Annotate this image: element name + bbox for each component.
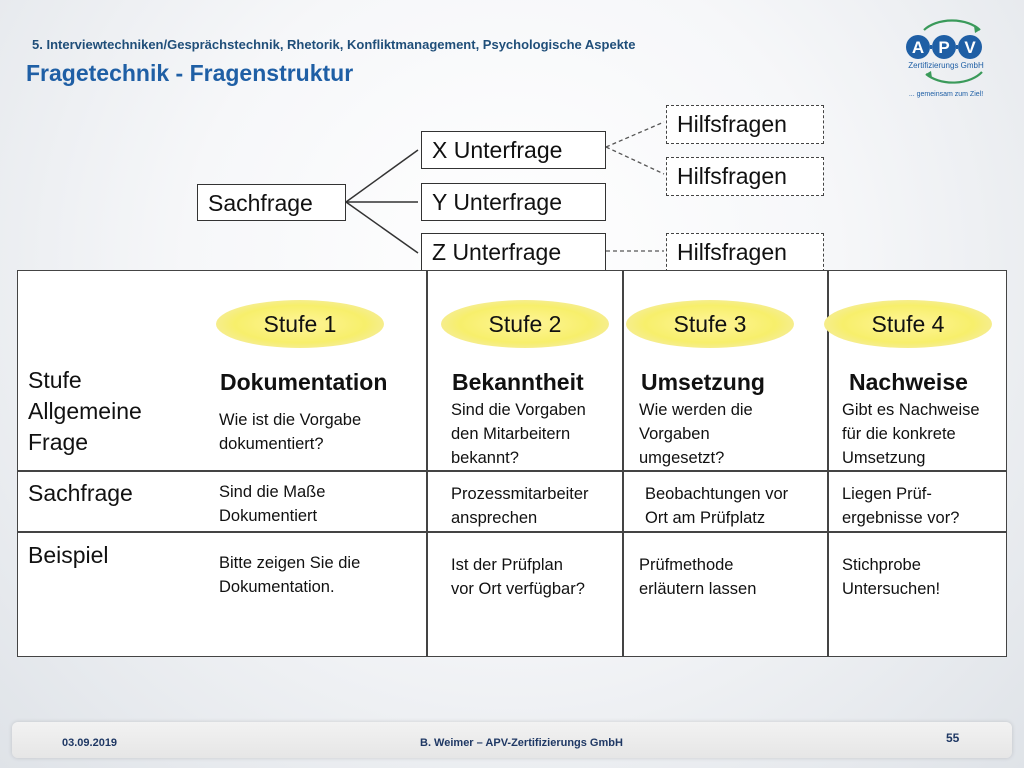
cell-line: für die konkrete: [842, 425, 956, 443]
cell-line: Ist der Prüfplan: [451, 556, 563, 574]
cell-sachfrage-nachweise: Liegen Prüf- ergebnisse vor?: [842, 482, 959, 530]
table-divider: [622, 270, 624, 657]
slide-subtitle: 5. Interviewtechniken/Gesprächstechnik, …: [32, 37, 636, 52]
cell-line: dokumentiert?: [219, 435, 324, 453]
cell-line: Sind die Maße: [219, 483, 326, 501]
help-question-3: Hilfsfragen: [666, 233, 824, 272]
slide-footer: [12, 722, 1012, 758]
cell-line: Liegen Prüf-: [842, 485, 932, 503]
logo-letter-p: P: [938, 38, 949, 57]
cell-line: Stichprobe: [842, 556, 921, 574]
cell-line: Bitte zeigen Sie die: [219, 554, 361, 572]
row-label-frage: Frage: [28, 429, 89, 455]
logo-letter-a: A: [912, 38, 924, 57]
cell-line: Ort am Prüfplatz: [645, 509, 766, 527]
column-head-umsetzung: Umsetzung: [641, 369, 765, 395]
cell-line: Wie werden die: [639, 401, 753, 419]
cell-allgemein-umsetzung: Wie werden die Vorgaben umgesetzt?: [639, 398, 753, 470]
cell-line: Umsetzung: [842, 449, 926, 467]
cell-sachfrage-dokumentation: Sind die Maße Dokumentiert: [219, 480, 325, 528]
cell-line: Wie ist die Vorgabe: [219, 411, 362, 429]
cell-line: erläutern lassen: [639, 580, 757, 598]
cell-line: Dokumentation.: [219, 578, 335, 596]
row-label-sachfrage: Sachfrage: [28, 480, 133, 506]
column-head-dokumentation: Dokumentation: [220, 369, 388, 395]
stufe-2-badge: Stufe 2: [441, 300, 609, 348]
column-head-nachweise: Nachweise: [849, 369, 968, 395]
stufe-1-badge: Stufe 1: [216, 300, 384, 348]
cell-beispiel-bekanntheit: Ist der Prüfplan vor Ort verfügbar?: [451, 553, 585, 601]
page-number: 55: [946, 731, 960, 745]
cell-line: ansprechen: [451, 509, 538, 527]
sub-question-y: Y Unterfrage: [421, 183, 606, 221]
cell-line: den Mitarbeitern: [451, 425, 571, 443]
table-row-divider: [17, 531, 1007, 533]
cell-line: Prozessmitarbeiter: [451, 485, 589, 503]
footer-date: 03.09.2019: [62, 737, 118, 749]
help-question-1: Hilfsfragen: [666, 105, 824, 144]
cell-line: vor Ort verfügbar?: [451, 580, 585, 598]
column-head-bekanntheit: Bekanntheit: [452, 369, 584, 395]
apv-logo: A P V Zertifizierungs GmbH ... gemeinsam…: [902, 18, 1002, 100]
cell-beispiel-nachweise: Stichprobe Untersuchen!: [842, 553, 940, 601]
cell-allgemein-nachweise: Gibt es Nachweise für die konkrete Umset…: [842, 398, 980, 470]
cell-line: Sind die Vorgaben: [451, 401, 586, 419]
cell-line: Dokumentiert: [219, 507, 318, 525]
root-question-box: Sachfrage: [197, 184, 346, 221]
cell-line: ergebnisse vor?: [842, 509, 960, 527]
cell-line: Beobachtungen vor: [645, 485, 789, 503]
footer-author: B. Weimer – APV-Zertifizierungs GmbH: [420, 737, 623, 749]
help-question-2: Hilfsfragen: [666, 157, 824, 196]
cell-sachfrage-umsetzung: Beobachtungen vor Ort am Prüfplatz: [645, 482, 788, 530]
table-row-divider: [17, 470, 1007, 472]
row-label-beispiel: Beispiel: [28, 542, 109, 568]
stufe-3-badge: Stufe 3: [626, 300, 794, 348]
cell-line: Untersuchen!: [842, 580, 941, 598]
row-label-allgemeine: Allgemeine: [28, 398, 142, 424]
cell-line: Gibt es Nachweise: [842, 401, 980, 419]
logo-letter-v: V: [964, 38, 976, 57]
table-divider: [426, 270, 428, 657]
logo-graphic: A P V Zertifizierungs GmbH ... gemeinsam…: [906, 19, 984, 98]
cell-beispiel-umsetzung: Prüfmethode erläutern lassen: [639, 553, 756, 601]
table-divider: [827, 270, 829, 657]
cell-beispiel-dokumentation: Bitte zeigen Sie die Dokumentation.: [219, 551, 360, 599]
cell-allgemein-dokumentation: Wie ist die Vorgabe dokumentiert?: [219, 408, 361, 456]
cell-line: Prüfmethode: [639, 556, 734, 574]
cell-line: bekannt?: [451, 449, 519, 467]
logo-company: Zertifizierungs GmbH: [908, 61, 984, 70]
cell-line: Vorgaben: [639, 425, 710, 443]
cell-line: umgesetzt?: [639, 449, 725, 467]
logo-tagline: ... gemeinsam zum Ziel!: [909, 91, 983, 98]
cell-allgemein-bekanntheit: Sind die Vorgaben den Mitarbeitern bekan…: [451, 398, 586, 470]
slide-title: Fragetechnik - Fragenstruktur: [26, 60, 354, 86]
row-label-stufe: Stufe: [28, 367, 82, 393]
sub-question-x: X Unterfrage: [421, 131, 606, 169]
sub-question-z: Z Unterfrage: [421, 233, 606, 271]
cell-sachfrage-bekanntheit: Prozessmitarbeiter ansprechen: [451, 482, 589, 530]
stufe-4-badge: Stufe 4: [824, 300, 992, 348]
